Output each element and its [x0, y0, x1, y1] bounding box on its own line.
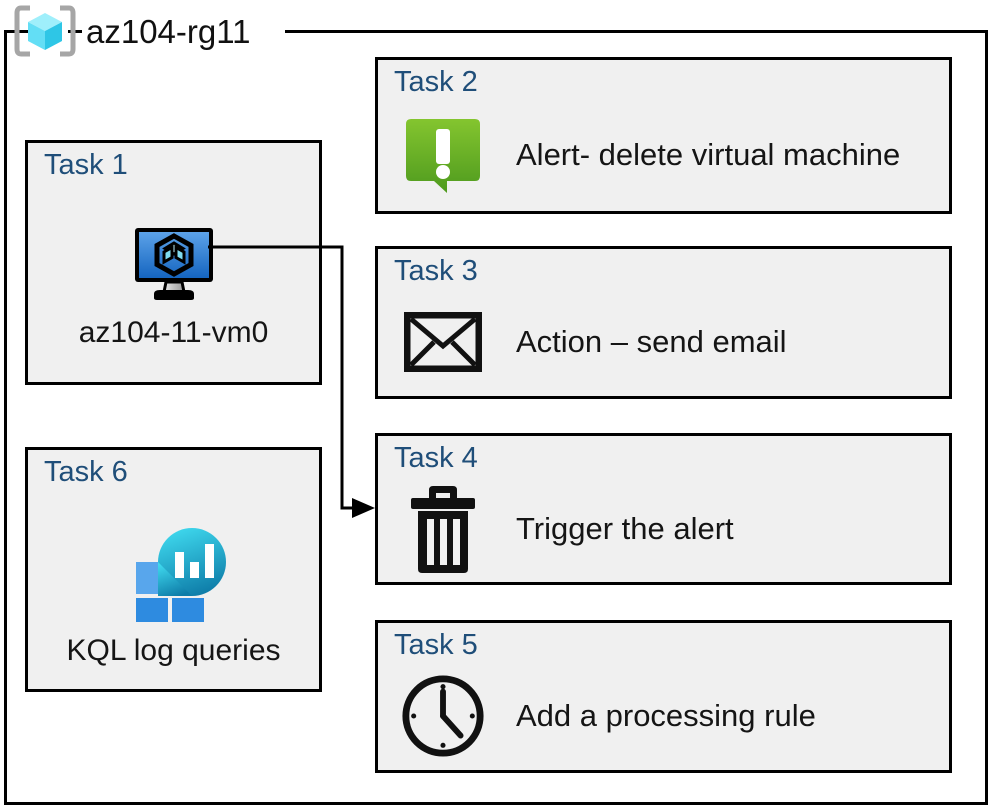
task-5-title: Add a processing rule: [516, 698, 816, 733]
task-box-task-1[interactable]: Task 1: [25, 140, 322, 385]
task-1-label: Task 1: [44, 149, 128, 181]
resource-group-header: az104-rg11: [14, 4, 257, 58]
task-2-icon-wrap: [400, 112, 486, 198]
task-3-icon-wrap: [400, 299, 486, 385]
task-3-title: Action – send email: [516, 324, 787, 359]
azure-resource-group-icon: [14, 5, 76, 57]
task-box-task-5[interactable]: Task 5 Add a processing rule: [375, 620, 952, 773]
envelope-icon: [404, 311, 482, 372]
virtual-machine-icon: [134, 227, 213, 300]
task-box-task-3[interactable]: Task 3 Action – send email: [375, 246, 952, 399]
task-6-label: Task 6: [44, 456, 128, 488]
resource-group-container: [4, 32, 988, 805]
log-analytics-icon: [135, 527, 226, 622]
task-2-label: Task 2: [394, 66, 478, 98]
task-box-task-6[interactable]: Task 6: [25, 447, 322, 692]
task-5-label: Task 5: [394, 629, 478, 661]
task-4-icon-wrap: [400, 485, 486, 573]
task-6-title: KQL log queries: [66, 633, 281, 667]
task-1-title: az104-11-vm0: [78, 315, 269, 349]
trash-delete-icon: [411, 486, 475, 573]
task-4-title: Trigger the alert: [516, 510, 734, 546]
task-box-task-2[interactable]: Task 2 Alert- delete virtual machine: [375, 57, 952, 214]
alert-exclamation-icon: [406, 118, 480, 193]
task-box-task-4[interactable]: Task 4 Trigger the alert: [375, 433, 952, 585]
resource-group-border-top-right: [285, 30, 988, 33]
task-2-title: Alert- delete virtual machine: [516, 137, 901, 172]
task-3-label: Task 3: [394, 255, 478, 287]
task-5-icon-wrap: [400, 673, 486, 759]
task-4-label: Task 4: [394, 442, 478, 474]
clock-icon: [402, 674, 484, 757]
resource-group-title: az104-rg11: [84, 14, 257, 48]
